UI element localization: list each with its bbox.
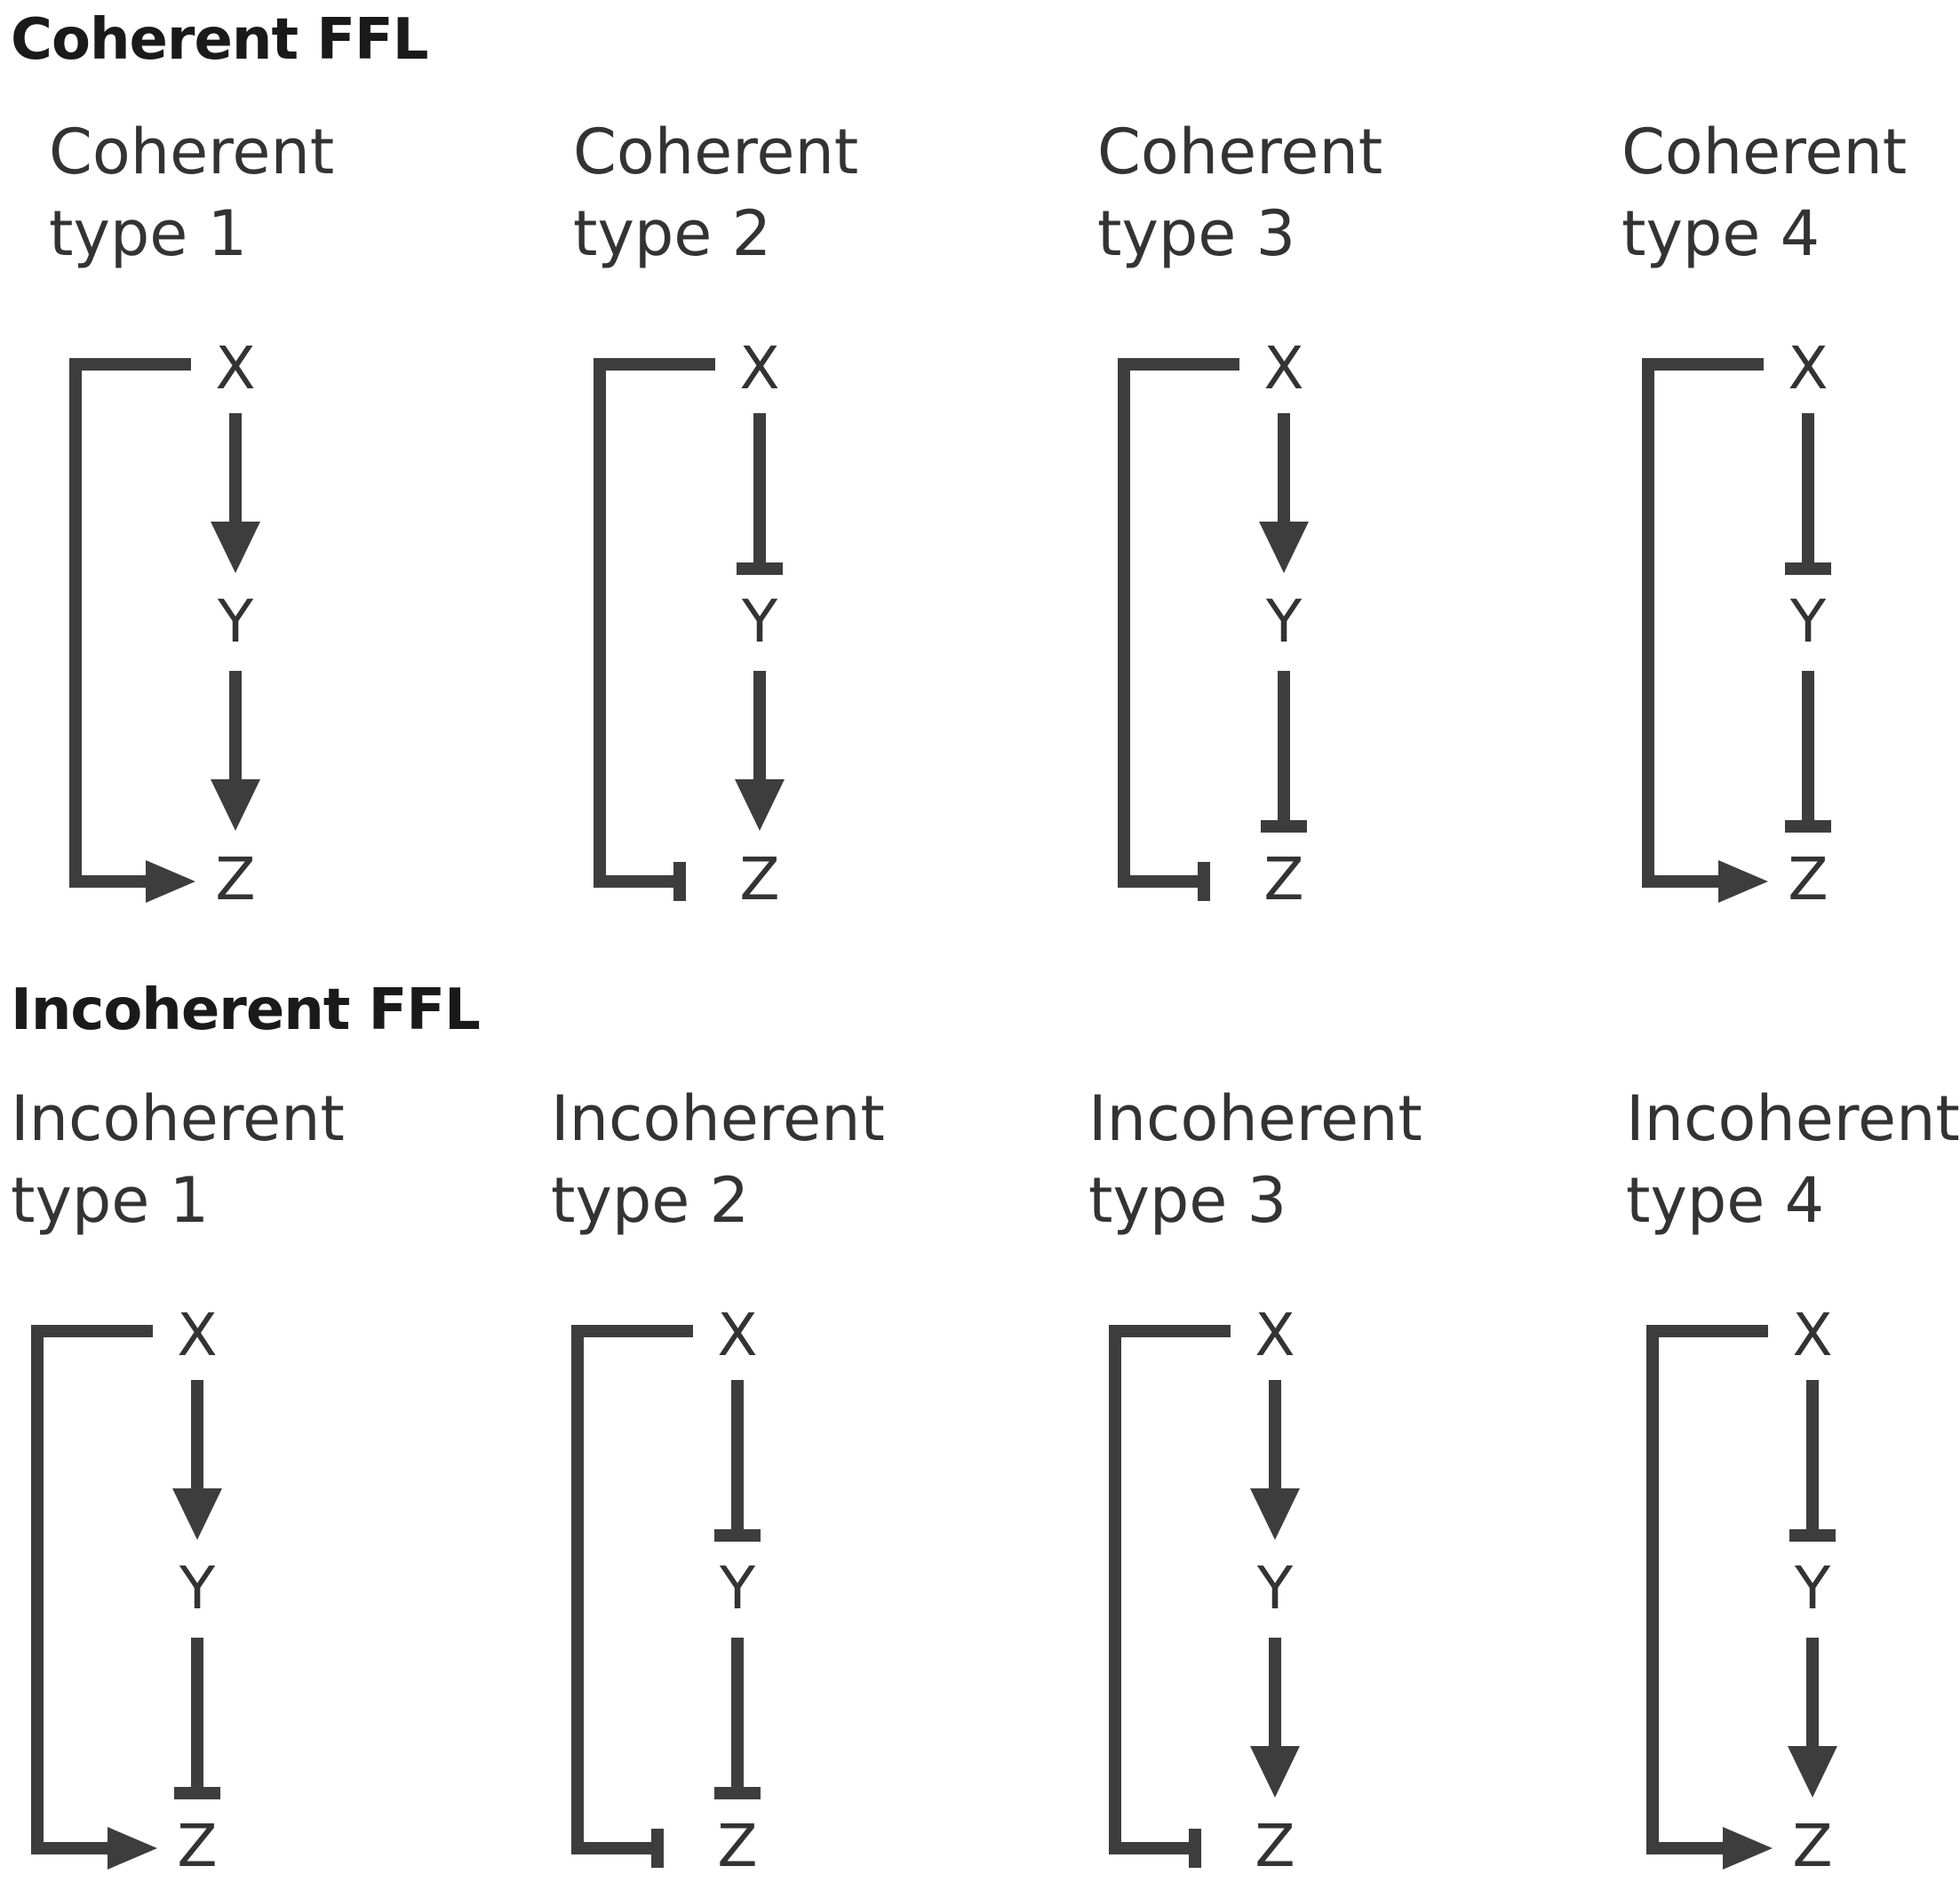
edge-y-to-z-arrowhead — [735, 779, 785, 831]
ffl-diagram — [1109, 1325, 1300, 1868]
incoherent-type-4-panel: Incoherent type 4 X Y Z — [1626, 1078, 1960, 1878]
edge-y-to-z-arrowhead — [1788, 1746, 1837, 1798]
edge-x-to-z-line — [594, 358, 715, 888]
edge-x-to-y-repression-bar — [737, 562, 783, 575]
edge-x-to-y-arrowhead — [1259, 522, 1309, 573]
ffl-diagram — [594, 358, 785, 901]
panel-label: Coherent type 3 — [1097, 111, 1382, 275]
edge-y-to-z-repression-bar — [174, 1787, 220, 1799]
panel-label-line1: Coherent — [1621, 116, 1908, 188]
panel-label-line2: type 1 — [49, 197, 248, 270]
node-x: X — [1263, 334, 1304, 403]
panel-label-line1: Coherent — [49, 116, 335, 188]
edge-x-to-z-line — [1646, 1325, 1768, 1854]
panel-label-line2: type 4 — [1621, 197, 1821, 270]
panel-label: Coherent type 2 — [573, 111, 858, 275]
coherent-type-3-panel: Coherent type 3 X Y Z — [1097, 111, 1595, 911]
node-x: X — [1792, 1301, 1833, 1369]
node-x: X — [177, 1301, 218, 1369]
edge-y-to-z-arrowhead — [211, 779, 260, 831]
panel-label: Incoherent type 2 — [551, 1078, 885, 1241]
coherent-type-1-panel: Coherent type 1 X Y Z — [49, 111, 546, 911]
edge-x-to-z-line — [1642, 358, 1764, 888]
edge-x-to-z-line — [31, 1325, 153, 1854]
node-x: X — [1255, 1301, 1295, 1369]
edge-y-to-z-repression-bar — [714, 1787, 761, 1799]
coherent-type-4-panel: Coherent type 4 X Y Z — [1621, 111, 1960, 911]
ffl-diagram — [1646, 1325, 1837, 1870]
node-z: Z — [177, 1812, 218, 1880]
node-z: Z — [739, 845, 780, 913]
panel-label: Incoherent type 3 — [1088, 1078, 1422, 1241]
edge-x-to-z-arrowhead — [108, 1827, 157, 1870]
edge-y-to-z-repression-bar — [1785, 820, 1831, 833]
node-y: Y — [1794, 1554, 1831, 1623]
panel-label: Coherent type 4 — [1621, 111, 1907, 275]
ffl-diagram — [571, 1325, 761, 1868]
panel-label-line1: Incoherent — [1626, 1082, 1960, 1155]
edge-x-to-y-arrowhead — [211, 522, 260, 573]
edge-x-to-z-line — [1118, 358, 1239, 888]
node-y: Y — [217, 587, 254, 656]
panel-label: Incoherent type 4 — [1626, 1078, 1960, 1241]
edge-x-to-y-repression-bar — [1789, 1529, 1836, 1542]
node-y: Y — [741, 587, 778, 656]
edge-x-to-z-repression-bar — [673, 862, 686, 901]
panel-label-line1: Incoherent — [1088, 1082, 1422, 1155]
node-z: Z — [1255, 1812, 1295, 1880]
node-z: Z — [1263, 845, 1304, 913]
panel-label-line1: Coherent — [1097, 116, 1383, 188]
node-z: Z — [1788, 845, 1829, 913]
section-title-coherent: Coherent FFL — [11, 7, 429, 73]
node-y: Y — [1256, 1554, 1294, 1623]
edge-x-to-z-line — [1109, 1325, 1231, 1854]
coherent-type-2-panel: Coherent type 2 X Y Z — [573, 111, 1071, 911]
edge-x-to-y-arrowhead — [1250, 1488, 1300, 1540]
ffl-diagram — [1118, 358, 1309, 901]
node-x: X — [739, 334, 780, 403]
node-z: Z — [717, 1812, 758, 1880]
edge-x-to-y-repression-bar — [714, 1529, 761, 1542]
edge-x-to-y-repression-bar — [1785, 562, 1831, 575]
edge-y-to-z-repression-bar — [1261, 820, 1307, 833]
node-z: Z — [215, 845, 256, 913]
edge-x-to-z-arrowhead — [146, 860, 195, 903]
panel-label-line2: type 1 — [11, 1164, 210, 1237]
edge-x-to-z-line — [571, 1325, 693, 1854]
incoherent-type-2-panel: Incoherent type 2 X Y Z — [551, 1078, 1048, 1878]
ffl-diagram — [1642, 358, 1831, 903]
section-title-incoherent: Incoherent FFL — [11, 977, 481, 1043]
ffl-diagram — [69, 358, 260, 903]
edge-x-to-z-repression-bar — [1189, 1829, 1201, 1868]
panel-label-line2: type 3 — [1088, 1164, 1287, 1237]
edge-x-to-y-arrowhead — [172, 1488, 222, 1540]
incoherent-type-1-panel: Incoherent type 1 X Y Z — [11, 1078, 508, 1878]
node-y: Y — [719, 1554, 756, 1623]
edge-x-to-z-line — [69, 358, 191, 888]
node-x: X — [215, 334, 256, 403]
node-x: X — [1788, 334, 1829, 403]
node-y: Y — [1265, 587, 1303, 656]
edge-x-to-z-arrowhead — [1723, 1827, 1773, 1870]
panel-label-line2: type 3 — [1097, 197, 1296, 270]
panel-label-line1: Incoherent — [551, 1082, 885, 1155]
node-z: Z — [1792, 1812, 1833, 1880]
edge-x-to-z-repression-bar — [651, 1829, 664, 1868]
panel-label-line2: type 4 — [1626, 1164, 1825, 1237]
panel-label-line1: Incoherent — [11, 1082, 345, 1155]
edge-x-to-z-repression-bar — [1198, 862, 1210, 901]
incoherent-type-3-panel: Incoherent type 3 X Y Z — [1088, 1078, 1586, 1878]
panel-label-line2: type 2 — [551, 1164, 750, 1237]
edge-y-to-z-arrowhead — [1250, 1746, 1300, 1798]
node-y: Y — [1789, 587, 1827, 656]
panel-label-line2: type 2 — [573, 197, 772, 270]
node-y: Y — [179, 1554, 216, 1623]
edge-x-to-z-arrowhead — [1718, 860, 1768, 903]
ffl-diagram — [31, 1325, 222, 1870]
panel-label-line1: Coherent — [573, 116, 859, 188]
node-x: X — [717, 1301, 758, 1369]
panel-label: Incoherent type 1 — [11, 1078, 345, 1241]
panel-label: Coherent type 1 — [49, 111, 334, 275]
